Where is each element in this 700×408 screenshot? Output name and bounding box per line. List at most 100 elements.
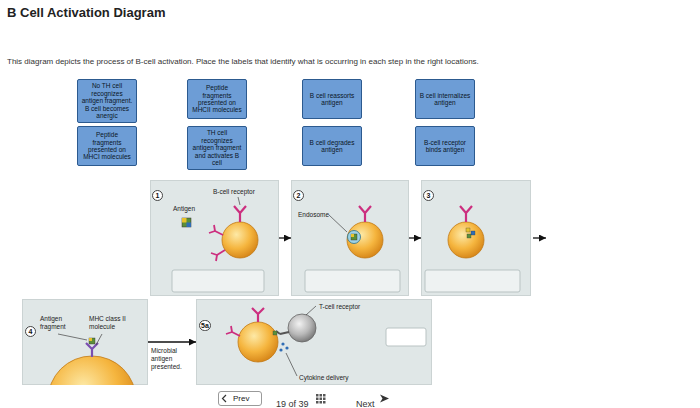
card-text: TH cell recognizes antigen fragment and …: [191, 129, 243, 166]
text-holder: 19 of 39: [276, 393, 309, 408]
cytokine: [281, 342, 284, 345]
leader-line: [329, 215, 347, 232]
step-number: 3: [423, 190, 434, 201]
card-text: B cell internalizes antigen: [419, 92, 471, 107]
step-panel: 2Endosome: [291, 180, 409, 296]
antigen-fragment: [467, 234, 471, 238]
grid-cell: [323, 401, 326, 404]
panel-5a-art: [226, 306, 426, 376]
card-text: Peptide fragments presented on MHCI mole…: [81, 131, 133, 161]
mhc-molecule: [86, 343, 98, 357]
cytokine: [279, 348, 282, 351]
page-title: B Cell Activation Diagram: [7, 5, 165, 20]
leader-line: [58, 334, 87, 340]
b-cell: [222, 222, 258, 258]
text-holder: 3: [423, 184, 434, 202]
label-card: No TH cell recognizes antigen fragment. …: [77, 79, 137, 123]
antigen-fragment: [471, 231, 475, 235]
text-holder: Cytokine delivery: [299, 374, 369, 382]
step-number: 5a: [199, 320, 211, 331]
step-panel: 1Antigen B-cell receptor: [150, 180, 279, 296]
drop-box: [425, 270, 520, 292]
prev-chevron: [223, 395, 227, 402]
part-label: T-cell receptor: [319, 303, 389, 311]
label-card: B cell reassorts antigen: [302, 79, 362, 119]
drop-box: [386, 328, 426, 346]
text-holder: 1: [152, 184, 163, 202]
card-text: Peptide fragments presented on MHCII mol…: [191, 84, 243, 114]
text-holder: 2: [293, 184, 304, 202]
panel-1-art: [172, 197, 264, 292]
step-number: 2: [293, 190, 304, 201]
text-holder: This diagram depicts the process of B-ce…: [7, 50, 479, 68]
text-holder: Next: [356, 393, 375, 408]
b-cell-receptor: [234, 206, 246, 222]
grid-cell: [316, 401, 319, 404]
antigen-fragment: [273, 331, 277, 335]
b-cell: [448, 222, 484, 258]
antigen-fragment: [89, 338, 95, 344]
text-holder: Antigen: [173, 205, 213, 213]
b-cell-receptor: [252, 308, 264, 322]
text-holder: 4: [25, 320, 36, 338]
label-card: TH cell recognizes antigen fragment and …: [187, 126, 247, 170]
part-label: Antigen fragment: [40, 315, 78, 331]
label-card: Peptide fragments presented on MHCI mole…: [77, 126, 137, 166]
label-card: B-cell receptor binds antigen: [415, 126, 475, 166]
antigen-part: [187, 223, 192, 228]
label-card: Peptide fragments presented on MHCII mol…: [187, 79, 247, 119]
grid-cell: [320, 394, 323, 397]
b-cell-receptor: [359, 206, 371, 222]
page-counter: 19 of 39: [276, 399, 309, 408]
b-cell: [48, 356, 136, 385]
card-text: B cell degrades antigen: [306, 139, 358, 154]
part-label: Antigen: [173, 205, 213, 213]
instructions: This diagram depicts the process of B-ce…: [7, 57, 479, 66]
grid-cell: [316, 394, 319, 397]
nav-label: Next: [356, 399, 375, 408]
antigen: [182, 218, 191, 227]
part-label: Cytokine delivery: [299, 374, 369, 382]
label-card: B cell internalizes antigen: [415, 79, 475, 119]
panel-3-art: [425, 206, 546, 292]
step-arrow: [409, 237, 421, 238]
b-cell: [238, 322, 278, 362]
antigen-part: [351, 234, 354, 237]
step-panel: 3: [421, 180, 531, 296]
grid-cell: [323, 394, 326, 397]
part-label: Endosome: [298, 211, 338, 219]
t-cell-receptor-shape: [276, 331, 289, 334]
part-label: MHC class II molecule: [89, 315, 139, 331]
part-label: B-cell receptor: [213, 188, 275, 196]
text-holder: MHC class II molecule: [89, 315, 139, 331]
text-holder: T-cell receptor: [319, 303, 389, 311]
step-arrow: [148, 341, 196, 342]
antigen: [351, 234, 357, 240]
card-text: B-cell receptor binds antigen: [419, 139, 471, 154]
panel-4-art: [48, 334, 136, 408]
drop-box: [172, 270, 264, 292]
cytokine: [285, 346, 288, 349]
button-label: Prev: [233, 394, 249, 403]
grid-cell: [320, 398, 323, 401]
antigen-fragment: [466, 228, 470, 232]
step-arrow: [533, 237, 546, 238]
leader-line: [96, 334, 102, 345]
b-cell-receptor: [209, 225, 223, 235]
card-text: No TH cell recognizes antigen fragment. …: [81, 82, 133, 119]
text-holder: B Cell Activation Diagram: [7, 3, 165, 21]
step-arrow: [279, 237, 291, 238]
nav-button: Prev: [218, 391, 262, 406]
text-holder: 5a: [199, 314, 211, 332]
b-cell-receptor: [460, 206, 472, 222]
grid-cell: [316, 398, 319, 401]
text-holder: B-cell receptor: [213, 188, 275, 196]
t-cell: [288, 314, 316, 342]
step-number: 1: [152, 190, 163, 201]
antigen-part: [89, 338, 92, 341]
panel-2-art: [305, 206, 400, 292]
b-cell-receptor: [211, 250, 225, 261]
text-holder: Antigen fragment: [40, 315, 78, 331]
step-panel: 5a T-cell receptorCytokine delivery: [196, 299, 432, 385]
